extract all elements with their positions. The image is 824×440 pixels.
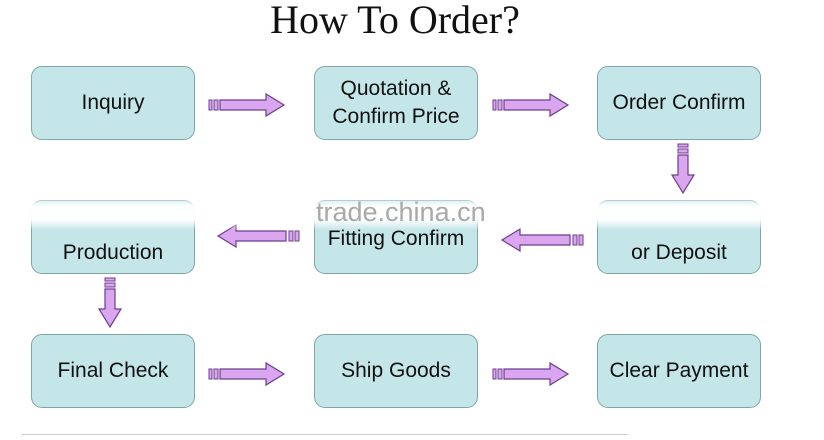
arrow-right-icon	[492, 361, 570, 387]
step-deposit-label: or Deposit	[631, 241, 727, 264]
step-final-check-label: Final Check	[57, 359, 169, 382]
arrow-left-icon	[500, 228, 584, 252]
watermark-text: trade.china.cn	[316, 197, 486, 227]
bottom-divider	[22, 434, 628, 435]
step-bulk-production-label: Production	[62, 241, 164, 264]
step-clear-payment-label: Clear Payment	[609, 359, 749, 382]
arrow-down-icon	[670, 143, 696, 195]
step-order-confirm-label: Order Confirm	[612, 91, 746, 114]
arrow-right-icon	[208, 361, 286, 387]
arrow-down-icon	[97, 277, 123, 329]
step-ship-goods-label: Ship Goods	[341, 359, 451, 382]
arrow-left-icon	[216, 224, 300, 248]
step-inquiry: Inquiry	[31, 66, 195, 140]
step-final-check: Final Check	[31, 334, 195, 408]
page-title: How To Order?	[270, 0, 520, 42]
watermark-band	[0, 196, 824, 230]
arrow-right-icon	[208, 92, 286, 118]
step-quotation: Quotation & Confirm Price	[314, 66, 478, 140]
step-ship-goods: Ship Goods	[314, 334, 478, 408]
arrow-right-icon	[492, 92, 570, 118]
step-fitting-confirm-label: Fitting Confirm	[327, 227, 465, 250]
step-quotation-label: Quotation & Confirm Price	[332, 77, 460, 128]
step-inquiry-label: Inquiry	[81, 91, 145, 114]
step-clear-payment: Clear Payment	[597, 334, 761, 408]
step-order-confirm: Order Confirm	[597, 66, 761, 140]
